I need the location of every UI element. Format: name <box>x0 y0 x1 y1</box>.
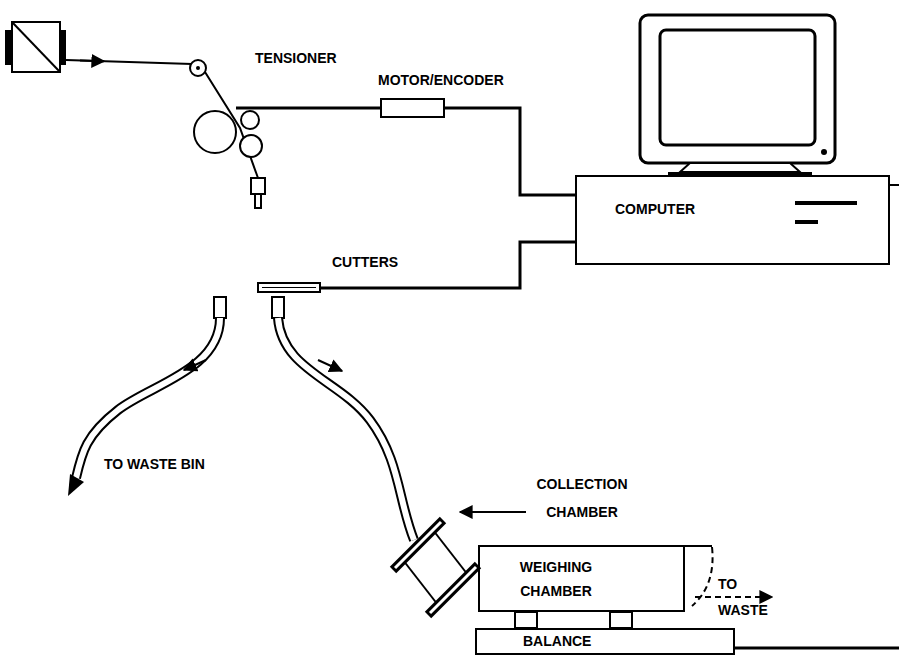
spool-diagonal <box>12 22 60 72</box>
drive-shaft <box>236 107 380 110</box>
drive-slot <box>795 220 818 224</box>
computer-box: COMPUTER <box>575 175 890 265</box>
fiber-line <box>66 60 192 64</box>
tube-inlet <box>214 297 226 318</box>
part-label: TENSIONER <box>255 50 337 66</box>
part-label: CUTTERS <box>332 254 398 270</box>
waste-tube <box>76 318 220 478</box>
chamber-lid <box>685 545 712 547</box>
tensioner-roller <box>190 60 206 76</box>
motor-encoder-box: MOTOR/ENCODER <box>380 98 445 118</box>
tube-inlet <box>272 297 284 318</box>
leader-arrow <box>460 511 526 513</box>
spool-cap <box>60 30 66 65</box>
spool-box <box>12 22 60 72</box>
collection-tube-bore <box>278 318 414 540</box>
chamber-wall <box>403 560 438 605</box>
fiber-guide <box>251 178 265 194</box>
feed-roller <box>194 111 236 153</box>
pinch-roller <box>241 111 259 129</box>
balance-box: BALANCE <box>475 628 735 655</box>
destination-label: TO WASTE <box>718 571 778 623</box>
cutter-cable <box>320 242 575 288</box>
drive-slot <box>795 201 857 205</box>
chamber-flange-inner <box>395 522 441 568</box>
chamber-flange <box>393 520 443 570</box>
node-text: WEIGHING CHAMBER <box>494 555 618 603</box>
waste-tube-bore <box>76 318 220 478</box>
node-text: BALANCE <box>523 633 591 649</box>
monitor-case <box>640 15 835 163</box>
chamber-flange <box>428 565 478 615</box>
weighing-chamber-box: WEIGHING CHAMBER <box>478 545 685 612</box>
cutter-edge <box>262 287 316 288</box>
node-text: COMPUTER <box>615 201 695 217</box>
flow-arrow <box>318 360 342 371</box>
destination-label: TO WASTE BIN <box>104 456 205 472</box>
flow-arrow <box>184 360 206 370</box>
computer-cable <box>890 184 899 186</box>
balance-foot <box>515 612 537 628</box>
monitor-stand <box>680 163 800 172</box>
power-led <box>821 149 827 155</box>
waste-arrowhead <box>68 474 84 496</box>
balance-foot <box>610 612 632 628</box>
fiber-arrow <box>80 60 104 63</box>
fiber-nozzle <box>255 194 261 208</box>
part-label: COLLECTION CHAMBER <box>530 470 634 526</box>
cutter-blade <box>258 283 320 292</box>
pinch-roller <box>240 135 262 157</box>
waste-arrow <box>695 596 772 598</box>
collection-tube <box>278 318 414 540</box>
node-text: MOTOR/ENCODER <box>378 72 504 88</box>
monitor-screen <box>660 30 815 145</box>
balance-cable <box>735 647 899 650</box>
chamber-wall <box>433 530 468 575</box>
signal-cable <box>445 108 575 195</box>
spool-cap <box>5 30 12 65</box>
chamber-flange-inner <box>430 567 476 613</box>
tensioner-axle <box>196 66 200 70</box>
